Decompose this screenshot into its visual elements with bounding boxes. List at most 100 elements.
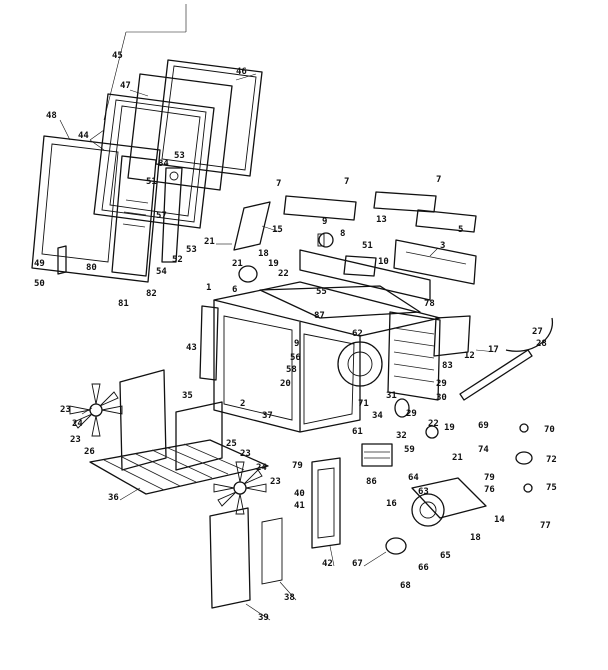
side-bracket-43 — [199, 305, 219, 381]
callout-74: 74 — [478, 445, 489, 455]
callout-21-top: 21 — [204, 237, 215, 247]
callout-26: 26 — [84, 447, 95, 457]
callout-35: 35 — [182, 391, 193, 401]
callout-23-c: 23 — [240, 449, 251, 459]
top-panel-10 — [299, 249, 431, 301]
callout-82: 82 — [146, 289, 157, 299]
callout-18: 18 — [258, 249, 269, 259]
callout-67: 67 — [352, 559, 363, 569]
callout-5: 5 — [458, 225, 463, 235]
callout-77: 77 — [540, 521, 551, 531]
callout-22: 22 — [278, 269, 289, 279]
callout-80: 80 — [86, 263, 97, 273]
callout-27: 27 — [532, 327, 543, 337]
callout-18-low: 18 — [470, 533, 481, 543]
callout-31: 31 — [386, 391, 397, 401]
panel-38 — [261, 517, 283, 585]
callout-7-b: 7 — [344, 177, 349, 187]
callout-46: 46 — [236, 67, 247, 77]
callout-28: 28 — [536, 339, 547, 349]
callout-10: 10 — [378, 257, 389, 267]
callout-58: 58 — [286, 365, 297, 375]
callout-79: 79 — [484, 473, 495, 483]
callout-47: 47 — [120, 81, 131, 91]
fan-blade-24 — [69, 383, 123, 437]
callout-6: 6 — [232, 285, 237, 295]
callout-29-a: 29 — [436, 379, 447, 389]
bracket-15 — [233, 201, 271, 251]
rod-17 — [459, 349, 533, 401]
front-door-frame-46 — [155, 59, 263, 177]
callout-48: 48 — [46, 111, 57, 121]
transformer-86 — [361, 443, 393, 467]
callout-8: 8 — [340, 229, 345, 239]
panel-39 — [209, 507, 251, 609]
callout-83: 83 — [442, 361, 453, 371]
callout-19: 19 — [444, 423, 455, 433]
callout-65: 65 — [440, 551, 451, 561]
callout-55: 55 — [316, 287, 327, 297]
bracket-11 — [343, 255, 377, 277]
callout-3: 3 — [440, 241, 445, 251]
callout-25: 25 — [226, 439, 237, 449]
callout-24-a: 24 — [72, 419, 83, 429]
callout-45: 45 — [112, 51, 123, 61]
callout-68: 68 — [400, 581, 411, 591]
callout-2: 2 — [240, 399, 245, 409]
callout-30: 30 — [436, 393, 447, 403]
callout-79-mid: 79 — [292, 461, 303, 471]
callout-84: 84 — [158, 159, 169, 169]
callout-75: 75 — [546, 483, 557, 493]
callout-49: 49 — [34, 259, 45, 269]
callout-21-low: 21 — [452, 453, 463, 463]
callout-57: 57 — [156, 211, 167, 221]
base-rack-36 — [89, 439, 269, 495]
callout-24-b: 24 — [256, 463, 267, 473]
panel-25 — [175, 401, 223, 471]
callout-13: 13 — [376, 215, 387, 225]
callout-86: 86 — [366, 477, 377, 487]
callout-36: 36 — [108, 493, 119, 503]
callout-76: 76 — [484, 485, 495, 495]
callout-62: 62 — [352, 329, 363, 339]
callout-78: 78 — [424, 299, 435, 309]
callout-61: 61 — [352, 427, 363, 437]
callout-15: 15 — [272, 225, 283, 235]
knob-70 — [519, 423, 529, 433]
callout-23-b: 23 — [70, 435, 81, 445]
callout-51: 51 — [362, 241, 373, 251]
motor-85 — [385, 537, 407, 555]
callout-54: 54 — [156, 267, 167, 277]
brackets-7 — [283, 191, 477, 233]
callout-7-a: 7 — [276, 179, 281, 189]
callout-70: 70 — [544, 425, 555, 435]
motor-18 — [238, 265, 258, 283]
callout-38: 38 — [284, 593, 295, 603]
callout-53: 53 — [174, 151, 185, 161]
callout-22-low: 22 — [428, 419, 439, 429]
callout-23-a: 23 — [60, 405, 71, 415]
blower-wheel-16 — [411, 477, 487, 527]
callout-14: 14 — [494, 515, 505, 525]
callout-20: 20 — [280, 379, 291, 389]
callout-64: 64 — [408, 473, 419, 483]
callout-50: 50 — [34, 279, 45, 289]
rear-panel-3 — [393, 239, 477, 285]
callout-1: 1 — [206, 283, 211, 293]
front-panel-48 — [31, 135, 161, 283]
callout-51-door: 51 — [146, 177, 157, 187]
callout-9-mid: 9 — [294, 339, 299, 349]
bracket-42 — [311, 457, 341, 549]
callout-32: 32 — [396, 431, 407, 441]
callout-81: 81 — [118, 299, 129, 309]
callout-44: 44 — [78, 131, 89, 141]
lamp-socket-8 — [317, 232, 334, 248]
door-hinge-bar — [161, 167, 183, 263]
callout-59: 59 — [404, 445, 415, 455]
switch-72 — [515, 451, 533, 465]
callout-39: 39 — [258, 613, 269, 623]
callout-41: 41 — [294, 501, 305, 511]
callout-72: 72 — [546, 455, 557, 465]
blower-housing — [337, 341, 383, 387]
